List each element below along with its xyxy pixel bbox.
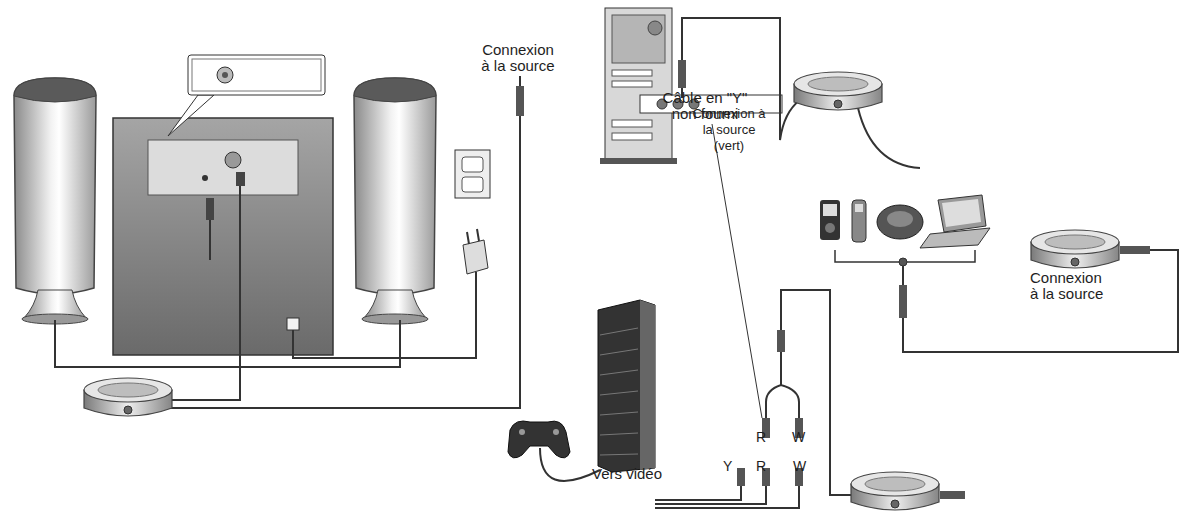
power-plug [463,240,488,274]
source-cable [165,115,520,408]
device-plug [899,285,907,318]
ridge [600,412,638,415]
tower-bay [612,15,665,63]
y-cable [766,352,799,418]
text-label: W [792,429,805,445]
text-label: Vers vidéo [592,466,662,482]
panel-jack [202,175,208,181]
outlet-plate [455,150,490,198]
remote-device [852,200,866,242]
callout-inner [192,59,321,91]
ridge [600,433,638,435]
ridge [600,454,638,455]
subwoofer-panel [148,140,298,195]
cd-lid [887,211,913,227]
mp3-screen [823,204,837,216]
console-ridges [600,328,638,455]
tower-base [600,158,677,164]
text-label: Connexion à la source [1030,270,1110,302]
drive-slot [612,81,652,87]
pod-lead [858,108,920,168]
control-pod [851,472,939,510]
speaker-plug [206,198,214,220]
subwoofer-box [113,118,333,355]
control-pod [1031,230,1119,268]
game-controller [508,421,570,458]
controller-cable [540,448,600,481]
panel-plug [236,172,245,186]
console-front [640,300,655,470]
right-speaker [354,78,436,324]
bracket-jack [899,258,907,266]
ridge [600,370,638,375]
callout-pointer [168,95,214,136]
text-label: R [756,429,766,445]
callout-knob [217,67,233,83]
wall-outlet [455,150,490,274]
ridge [600,391,638,395]
portable-devices [820,195,990,266]
remote-screen [855,204,863,212]
text-label: R [756,458,766,474]
pod-cable [172,186,240,400]
ridge [600,328,638,335]
control-pod [794,72,882,110]
laptop-screen [938,195,986,232]
y-cable-plug [777,330,785,352]
control-pod [84,378,172,416]
rca-plug [737,468,745,486]
controller-dpad [519,429,525,435]
power-button [648,21,662,35]
audio-cable [655,486,766,504]
console-cables [540,290,851,508]
pod-plug [1120,246,1150,254]
expansion-slot [612,120,652,127]
text-label: Y [723,458,732,474]
pod-plug [940,491,965,499]
plug-tip [519,76,521,86]
device-cable [903,250,1178,352]
game-console [508,300,655,472]
subwoofer [113,118,333,355]
laptop-display [942,199,981,227]
text-label: Câble en "Y" non fourni [657,90,753,122]
console-body [598,300,655,472]
plug-tip [902,266,904,285]
mp3-player [820,200,840,240]
outlet-socket [462,157,483,172]
plug-pin [477,229,479,241]
speaker-lead [209,220,211,260]
text-label: W [793,458,806,474]
panel-callout [168,55,325,136]
video-cable [655,486,741,500]
audio-cable [655,486,799,508]
laptop-base [920,228,990,248]
system-cables [55,115,520,408]
outlet-socket [462,177,483,192]
pc-plug [678,60,686,88]
speaker-wire [55,320,400,367]
pc-tower [600,8,782,164]
drive-slot [612,70,652,76]
cd-player [877,205,923,239]
plug-pin [467,232,469,244]
tower-case [605,8,672,160]
left-speaker [14,78,96,324]
callout-knob-center [222,72,228,78]
panel-knob [225,152,241,168]
leader-line [712,124,762,418]
ridge [600,349,638,355]
expansion-slot [612,133,652,140]
text-label: Connexion à la source [478,42,558,74]
power-cord [293,272,476,358]
source-plug [516,86,524,116]
mp3-wheel [825,223,835,233]
controller-button [553,429,559,435]
callout-frame [188,55,325,95]
power-socket [287,318,299,330]
y-cable-lead [781,290,851,495]
